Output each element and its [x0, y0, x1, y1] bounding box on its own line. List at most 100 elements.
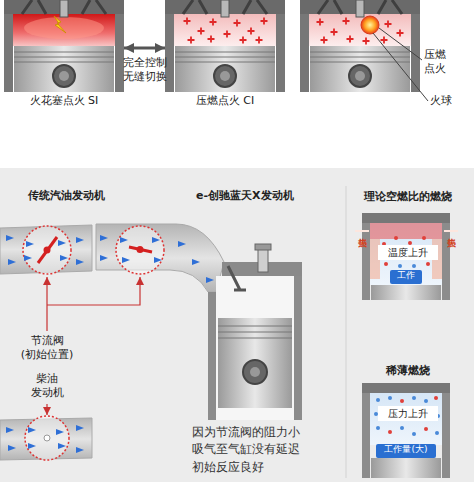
- illustration-part: [152, 237, 160, 243]
- illustration-part: [154, 257, 162, 263]
- flow-arrows: [6, 235, 84, 265]
- illustration-part: [184, 18, 191, 25]
- illustration-part: [28, 427, 36, 433]
- throttle-pivot: [44, 247, 51, 254]
- illustration-part: [362, 213, 450, 223]
- illustration-part: [54, 16, 66, 33]
- illustration-part: [376, 426, 380, 430]
- illustration-part: [371, 458, 441, 478]
- illustration-part: [300, 0, 420, 92]
- panel-background: [0, 168, 474, 482]
- illustration-part: [100, 255, 108, 261]
- illustration-part: [385, 21, 392, 28]
- illustration-part: [321, 37, 328, 44]
- illustration-part: [422, 236, 426, 240]
- illustration-part: [343, 18, 350, 25]
- illustration-part: [120, 237, 128, 243]
- illustration-part: [376, 398, 380, 402]
- illustration-part: [400, 426, 404, 430]
- illustration-part: [165, 0, 285, 92]
- illustration-part: [234, 20, 241, 27]
- illustration-part: [370, 393, 442, 445]
- illustration-part: [208, 36, 215, 43]
- illustration-part: [198, 28, 205, 35]
- node-text: 温度上升: [378, 245, 438, 260]
- node-text: 热损失: [355, 230, 369, 232]
- illustration-part: [188, 37, 195, 44]
- illustration-part: [412, 264, 416, 268]
- node-text: 压力上升: [378, 406, 438, 421]
- illustration-part: [398, 264, 402, 268]
- illustration-part: [442, 215, 450, 300]
- node-text: 火花塞点火 SI: [4, 94, 124, 108]
- no-throttle-mark: [44, 435, 50, 441]
- node-text: 热损失: [444, 230, 458, 232]
- fireball-cylinder: [300, 0, 420, 92]
- illustration-part: [435, 431, 439, 435]
- cylinder-wall: [294, 262, 302, 420]
- illustration-part: [331, 29, 338, 36]
- piston-pin: [243, 360, 267, 384]
- cylinder-bore: [216, 276, 294, 420]
- edge-label: 完全控制 无缝切换: [121, 56, 169, 85]
- zoom-circle: [23, 226, 71, 274]
- leader-line: [373, 28, 428, 101]
- piston: [218, 318, 292, 408]
- illustration-part: [363, 38, 370, 45]
- pointer-arrow: [46, 277, 47, 331]
- pointer-arrow: [46, 404, 47, 415]
- illustration-part: [178, 241, 186, 247]
- spark-plug: [258, 248, 268, 272]
- illustration-part: [24, 255, 32, 261]
- cylinder-node: 火花塞点火 SI: [4, 0, 124, 112]
- zoom-circle: [25, 416, 69, 460]
- illustration-part: [224, 31, 231, 38]
- illustration-part: [210, 19, 217, 26]
- illustration-part: [394, 236, 398, 240]
- si-cylinder: [4, 0, 124, 92]
- illustration-part: [206, 277, 214, 283]
- illustration-part: [370, 223, 442, 239]
- piston-pin-core: [250, 367, 260, 377]
- illustration-part: [4, 0, 124, 92]
- divider: [346, 186, 347, 478]
- illustration-part: [174, 14, 276, 46]
- illustration-part: [371, 285, 441, 300]
- spark-plug-nut: [255, 244, 271, 250]
- pointer-arrow: [47, 277, 140, 305]
- illustration-part: [58, 443, 66, 449]
- throttle-valve: [38, 237, 57, 263]
- illustration-part: [376, 444, 436, 458]
- illustration-part: [56, 429, 64, 435]
- illustration-part: [76, 237, 84, 243]
- annotation-label: 节流阀 (初始位置): [8, 334, 86, 363]
- piston-rings: [218, 326, 292, 338]
- illustration-part: [362, 385, 370, 478]
- intake-valve: [228, 266, 246, 290]
- illustration-part: [192, 259, 200, 265]
- annotation-label: 传统汽油发动机: [28, 189, 105, 203]
- illustration-part: [248, 28, 255, 35]
- annotation-label: 柴油 发动机: [24, 372, 70, 401]
- annotation-label: 因为节流阀的阻力小 吸气至气缸没有延迟 初始反应良好: [192, 424, 318, 476]
- illustration-part: [370, 223, 442, 285]
- illustration-part: [361, 16, 379, 34]
- illustration-part: [24, 17, 104, 39]
- illustration-part: [256, 37, 263, 44]
- intake-pipe: [0, 225, 92, 274]
- illustration-part: [261, 18, 268, 25]
- node-text: 稀薄燃烧: [352, 364, 464, 378]
- stoich-cylinder: [362, 213, 450, 300]
- double-arrow: [124, 47, 165, 50]
- illustration-part: [381, 37, 388, 44]
- illustration-part: [240, 37, 247, 44]
- intake-pipe: [96, 224, 224, 292]
- illustration-part: [100, 235, 108, 241]
- illustration-part: [8, 445, 16, 451]
- cylinder-wall: [208, 292, 216, 420]
- lean-cylinder: [362, 383, 450, 478]
- node-text: 工作量(大): [376, 444, 436, 456]
- illustration-part: [362, 215, 370, 300]
- illustration-part: [60, 255, 68, 261]
- illustration-part: [6, 235, 14, 241]
